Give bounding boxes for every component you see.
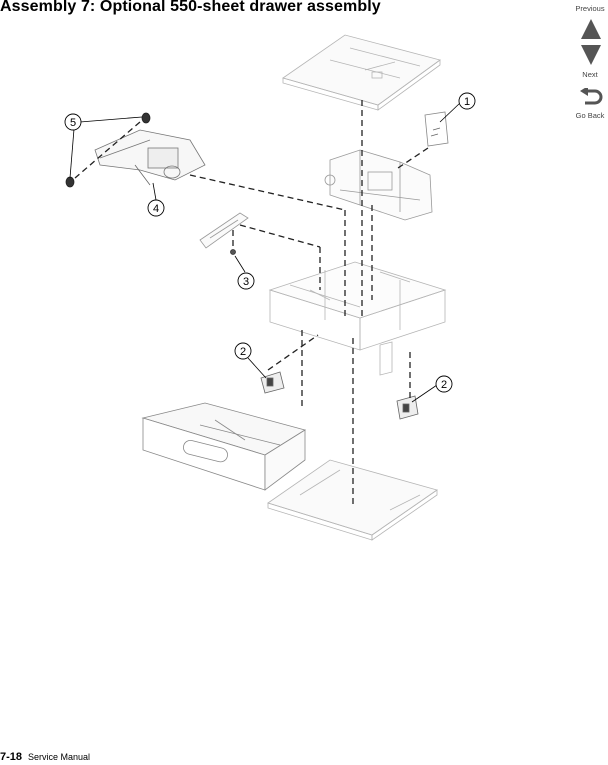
callout-5-label: 5: [70, 117, 76, 129]
callout-2-left: 2: [234, 342, 252, 360]
go-back-button[interactable]: [579, 88, 603, 106]
return-arrow-icon: [580, 88, 603, 105]
previous-label: Previous: [575, 4, 605, 13]
paper-tray: [141, 402, 306, 491]
callout-1: 1: [458, 92, 476, 110]
previous-button[interactable]: [580, 18, 602, 40]
next-button[interactable]: [580, 44, 602, 66]
bottom-plate: [267, 459, 438, 541]
callout-5: 5: [64, 113, 82, 131]
callout-leaders: [69, 102, 461, 403]
top-cover-plate: [282, 34, 441, 111]
down-triangle-icon: [581, 45, 601, 65]
callout-2-right: 2: [435, 375, 453, 393]
page-title: Assembly 7: Optional 550-sheet drawer as…: [0, 0, 381, 15]
footer-page-number: 7-18: [0, 751, 23, 763]
go-back-label: Go Back: [575, 111, 605, 120]
callout-3-label: 3: [243, 276, 249, 288]
page-footer: 7-18 Service Manual: [0, 747, 90, 765]
callout-4-label: 4: [153, 203, 159, 215]
footer-manual-name: Service Manual: [28, 752, 91, 762]
callout-3: 3: [237, 272, 255, 290]
up-triangle-icon: [581, 19, 601, 39]
callout-2-right-label: 2: [441, 379, 447, 391]
callout-1-label: 1: [464, 96, 470, 108]
bracket: [199, 212, 249, 249]
pick-assembly: [94, 129, 206, 186]
screw: [230, 249, 236, 255]
nav-panel: Previous Next Go Back: [572, 0, 608, 130]
latch-right: [396, 395, 419, 420]
callout-4: 4: [147, 199, 165, 217]
latch-left: [260, 371, 285, 394]
drawer-frame: [268, 261, 447, 376]
drive-assembly: [324, 149, 433, 221]
callout-2-left-label: 2: [240, 346, 246, 358]
controller-card: [424, 111, 449, 147]
assembly-lines: [74, 100, 429, 505]
next-label: Next: [582, 70, 598, 79]
